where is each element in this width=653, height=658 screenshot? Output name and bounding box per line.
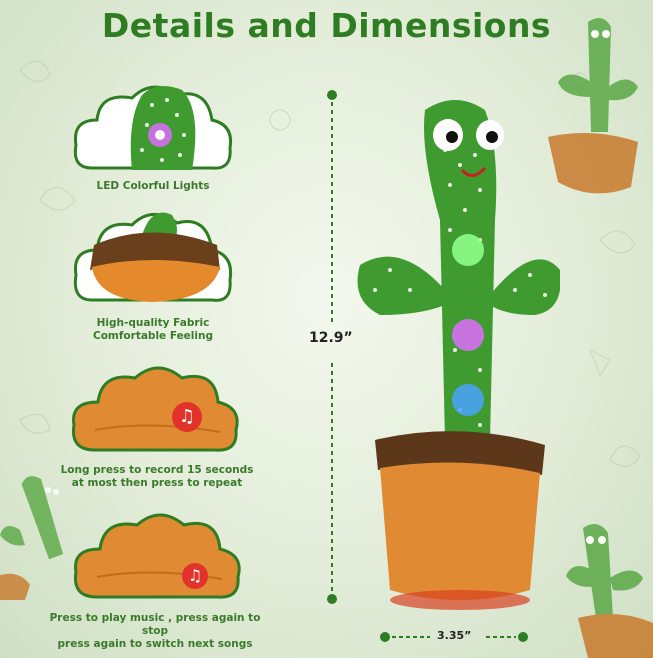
- small-cactus-left: [0, 476, 64, 600]
- music-note-icon: ♫: [172, 402, 202, 432]
- feature-fabric: High-quality Fabric Comfortable Feeling: [72, 205, 234, 345]
- feature-record: ♫ Long press to record 15 seconds at mos…: [61, 360, 253, 490]
- caption-fabric: High-quality Fabric Comfortable Feeling: [93, 317, 213, 342]
- feature-music: ♫ Press to play music , press again to s…: [40, 507, 270, 650]
- led-closeup-image: [73, 85, 233, 170]
- record-button-image: [71, 366, 239, 452]
- music-note-icon: ♫: [182, 563, 208, 589]
- music-button-image: [73, 513, 241, 599]
- caption-led-lights: LED Colorful Lights: [96, 180, 210, 192]
- height-label: 12.9”: [309, 330, 353, 346]
- width-label: 3.35”: [437, 629, 472, 642]
- height-dimension-line: [327, 90, 337, 604]
- page-title: Details and Dimensions: [101, 6, 552, 45]
- cactus-toy-image: [357, 100, 560, 610]
- caption-music: Press to play music , press again to sto…: [49, 612, 261, 650]
- small-cactus-bottom-right: [566, 524, 653, 658]
- feature-led-lights: LED Colorful Lights: [72, 80, 234, 195]
- caption-record: Long press to record 15 seconds at most …: [60, 464, 254, 489]
- pot-closeup-image: [73, 212, 233, 302]
- small-cactus-top-right: [548, 18, 638, 194]
- width-dimension-line: [380, 632, 528, 642]
